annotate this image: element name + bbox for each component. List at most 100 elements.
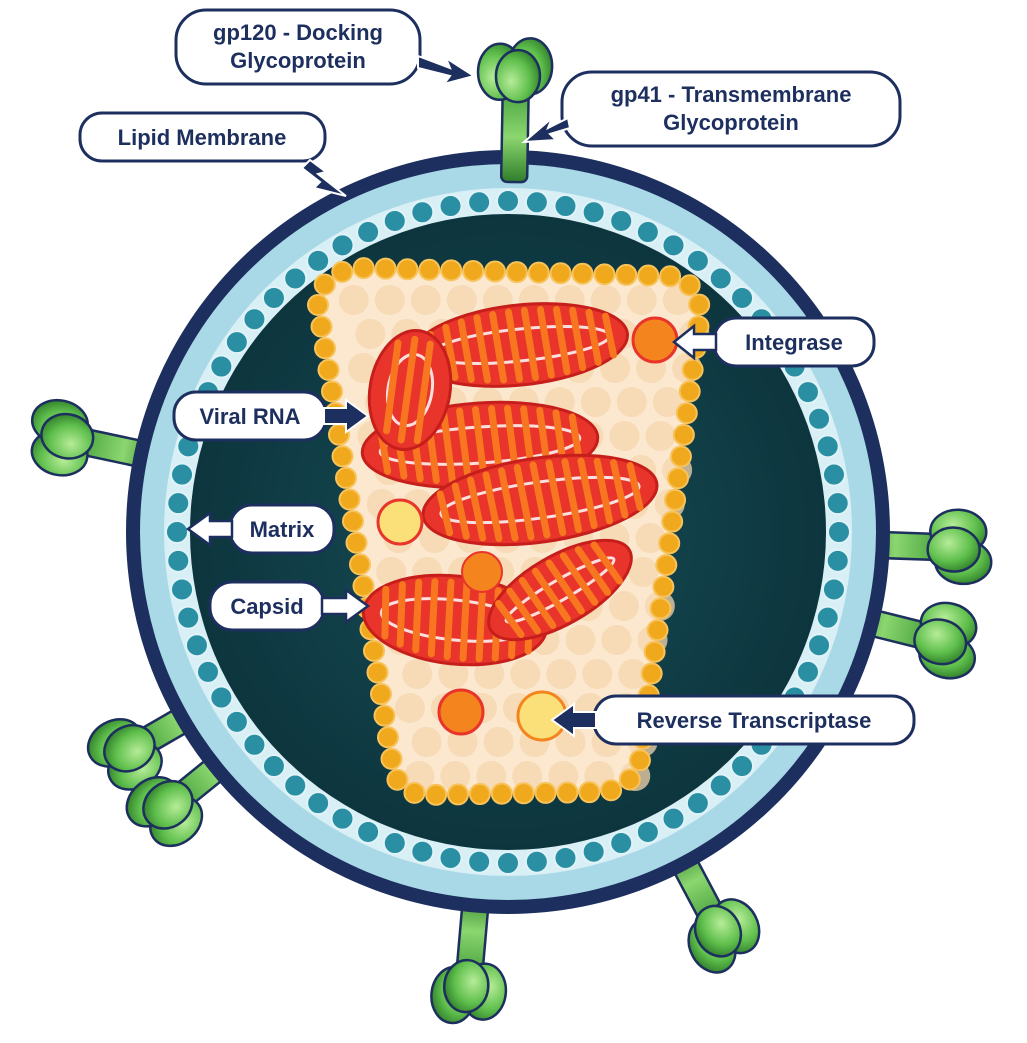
rna-loop-5 (487, 538, 633, 642)
capsid-bead (369, 683, 392, 706)
rna-stripe (585, 308, 602, 366)
capsid-dot (474, 659, 505, 689)
capsid-bead (505, 261, 528, 284)
capsid-dot (565, 625, 596, 655)
capsid-bead (652, 575, 675, 598)
rna-stripe (494, 599, 525, 639)
rna-stripe (536, 306, 555, 379)
matrix-bead (496, 851, 520, 875)
rna-stripe (626, 462, 644, 512)
matrix-bead (661, 233, 686, 258)
enzymes (376, 316, 679, 742)
capsid-bead (425, 783, 448, 806)
matrix-bead (467, 849, 492, 874)
capsid-bead (549, 262, 572, 285)
capsid-dot (410, 285, 441, 315)
rna-stripe (456, 407, 472, 485)
matrix-bead (382, 208, 407, 233)
matrix-bead (821, 462, 846, 487)
label-integrase-text: Integrase (745, 330, 843, 355)
matrix-bead (356, 819, 381, 844)
enzyme-pale-left (376, 498, 424, 546)
label-gp41-line2: Glycoprotein (663, 110, 799, 135)
capsid-bead (331, 260, 354, 283)
capsid-dot (645, 421, 676, 451)
matrix-bead (815, 605, 840, 630)
capsid-bead (659, 265, 682, 288)
label-gp41-line1: gp41 - Transmembrane (611, 82, 852, 107)
matrix-bead (524, 190, 549, 215)
matrix-bead (165, 520, 189, 544)
matrix-bead (685, 248, 710, 273)
gp120-top-spike (476, 37, 554, 184)
capsid-dot (483, 727, 514, 757)
capsid-bead (556, 781, 579, 804)
rna-lobe-highlight (504, 556, 616, 624)
capsid-bead (571, 262, 594, 285)
matrix-bead (685, 791, 710, 816)
matrix-bead (807, 406, 832, 431)
rna-stripe (413, 340, 434, 445)
label-gp120-box (174, 8, 422, 86)
capsid-dot (446, 285, 477, 315)
viral-rna-arrow (323, 398, 370, 434)
capsid-bead (440, 259, 463, 282)
capsid-dot (555, 727, 586, 757)
rna-stripe (412, 578, 423, 654)
rna-stripe (593, 457, 614, 525)
capsid-bead (345, 531, 368, 554)
rna-stripe (443, 578, 455, 661)
matrix-bead (166, 491, 191, 516)
rna-stripe (383, 339, 402, 435)
capsid-bead (317, 358, 340, 381)
rna-stripe (451, 482, 470, 540)
matrix-bead (410, 200, 435, 225)
label-capsid: Capsid (208, 580, 371, 632)
matrix-bead (242, 307, 267, 332)
matrix-bead (708, 773, 733, 798)
spike-knob (913, 618, 968, 666)
lipid-membrane-arrow (300, 158, 347, 197)
matrix-bead (553, 845, 578, 870)
spike-knob (926, 526, 981, 573)
label-viral-rna: Viral RNA (172, 390, 370, 442)
capsid-bead (618, 768, 641, 791)
capsid-bead (664, 488, 687, 511)
capsid-bead (341, 510, 364, 533)
label-matrix-text: Matrix (250, 517, 316, 542)
matrix-bead (708, 266, 733, 291)
capsid-bead (628, 749, 651, 772)
matrix-bead (553, 194, 578, 219)
capsid-dot (411, 727, 442, 757)
capsid-dot (355, 319, 386, 349)
capsid-bead (483, 260, 506, 283)
matrix-bead (283, 773, 308, 798)
capsid-dot (374, 285, 405, 315)
label-gp120-line1: gp120 - Docking (213, 20, 383, 45)
capsid-dot (609, 421, 640, 451)
matrix-bead (730, 754, 755, 779)
rna-stripe (520, 306, 539, 381)
rna-stripe (506, 587, 541, 635)
spike-knob (103, 723, 156, 773)
capsid-bead (376, 726, 399, 749)
matrix-bead (438, 845, 463, 870)
capsid-dot (628, 557, 659, 587)
matrix-bead (581, 839, 606, 864)
capsid-dot (338, 285, 369, 315)
rna-stripe (396, 581, 406, 648)
capsid-dot (608, 591, 639, 621)
rna-stripe (531, 567, 571, 623)
capsid-bead (331, 445, 354, 468)
rna-stripe (518, 577, 557, 629)
rna-stripe (440, 409, 456, 485)
capsid-dot (618, 659, 649, 689)
integrase-enzyme (631, 316, 679, 364)
capsid-dot (348, 353, 379, 383)
rna-stripe (427, 578, 439, 658)
rna-stripe (498, 467, 519, 542)
label-reverse-transcriptase: Reverse Transcriptase (550, 694, 916, 746)
rna-stripe (577, 457, 598, 530)
matrix-bead (330, 806, 355, 831)
matrix-bead (166, 548, 191, 573)
